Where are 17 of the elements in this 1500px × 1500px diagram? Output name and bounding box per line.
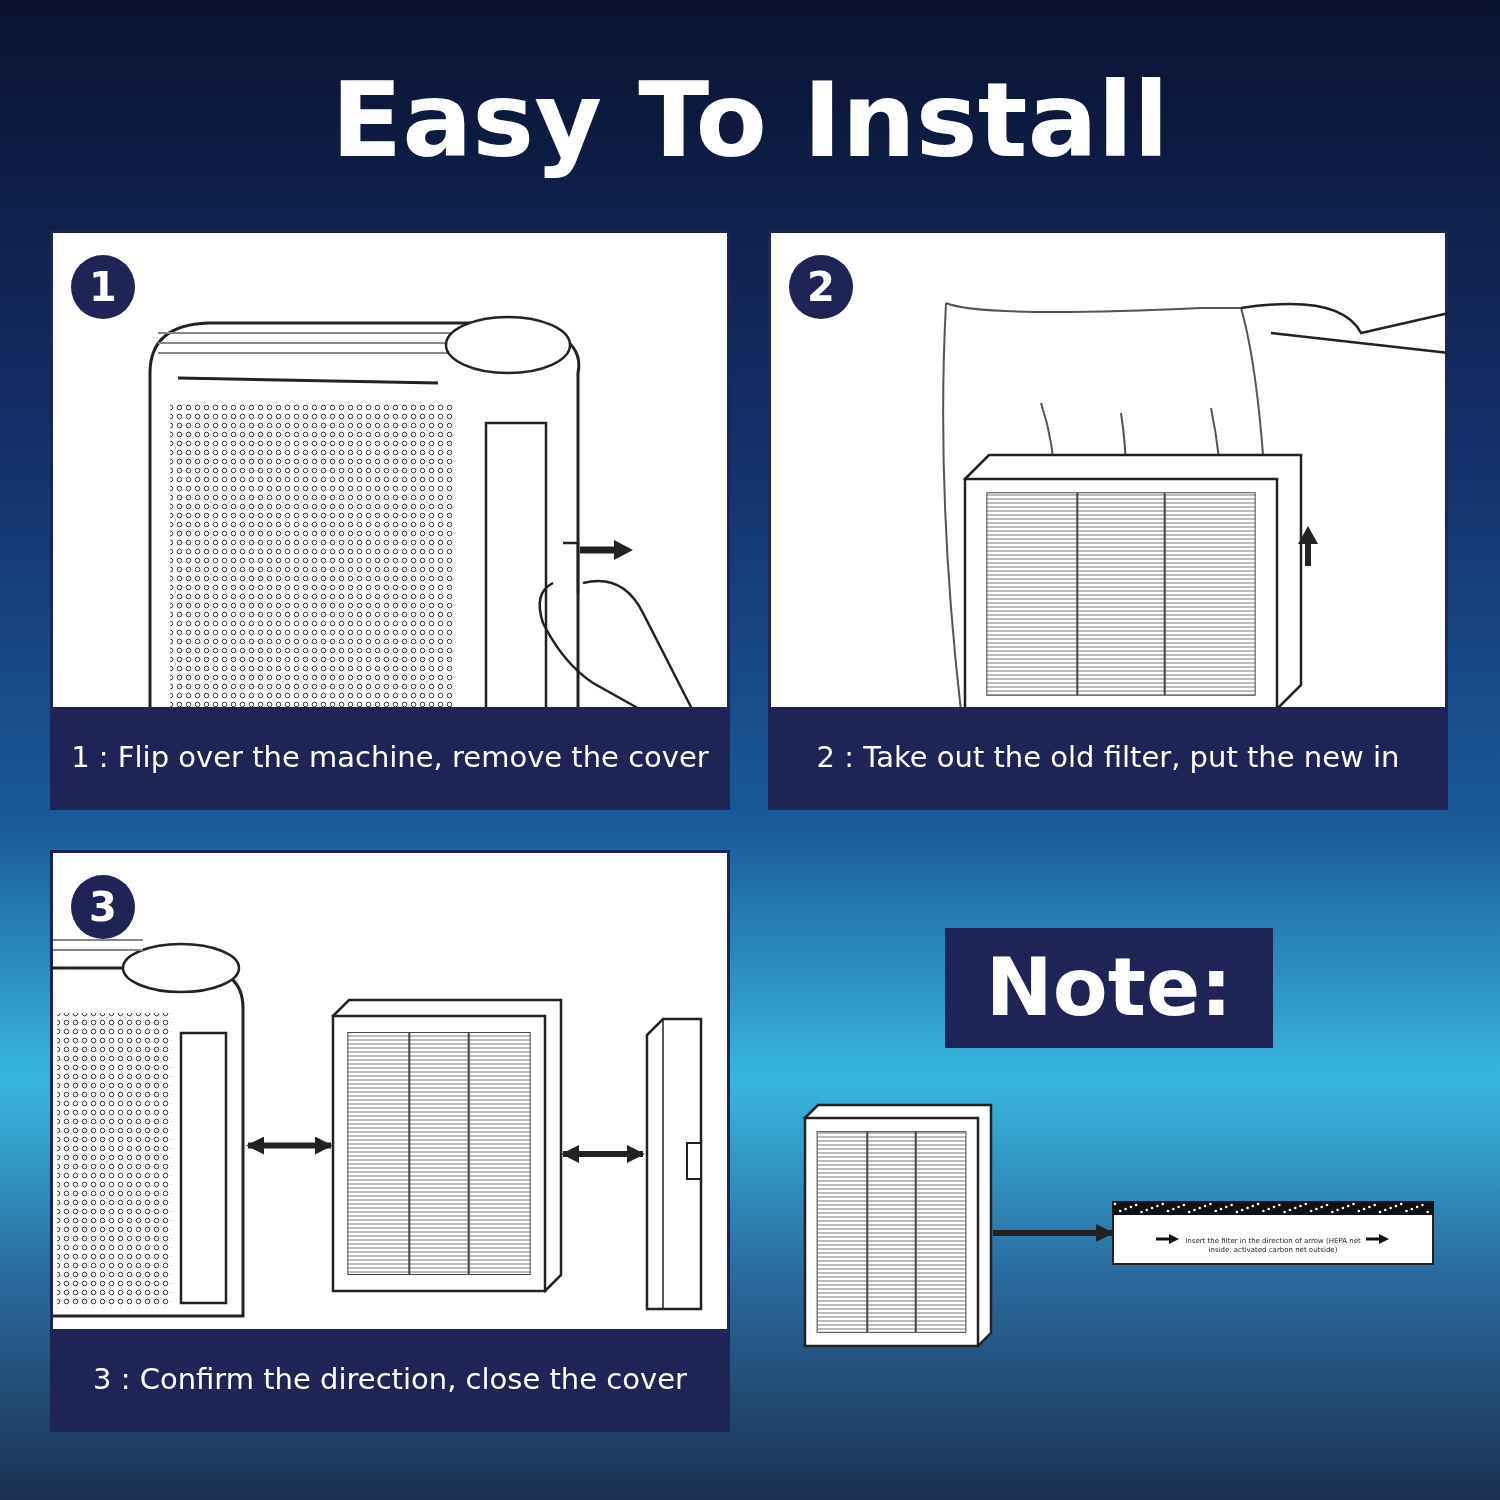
step-number: 1	[71, 255, 135, 319]
step-caption: 2 : Take out the old filter, put the new in	[771, 707, 1445, 807]
page-title: Easy To Install	[330, 58, 1170, 183]
step-panel	[50, 230, 730, 810]
step-number: 2	[789, 255, 853, 319]
step-caption: 1 : Flip over the machine, remove the cover	[53, 707, 727, 807]
cover-drawing	[643, 1015, 705, 1313]
step-panel	[50, 850, 730, 1432]
arrow	[993, 1224, 1114, 1242]
double-arrow	[246, 1136, 333, 1155]
note-heading: Note:	[945, 928, 1273, 1048]
filter-drawing	[331, 998, 563, 1293]
step-number: 3	[71, 875, 135, 939]
step-panel	[768, 230, 1448, 810]
filter-drawing	[803, 1103, 993, 1348]
step-caption: 3 : Confirm the direction, close the cover	[53, 1329, 727, 1429]
double-arrow	[561, 1145, 645, 1163]
